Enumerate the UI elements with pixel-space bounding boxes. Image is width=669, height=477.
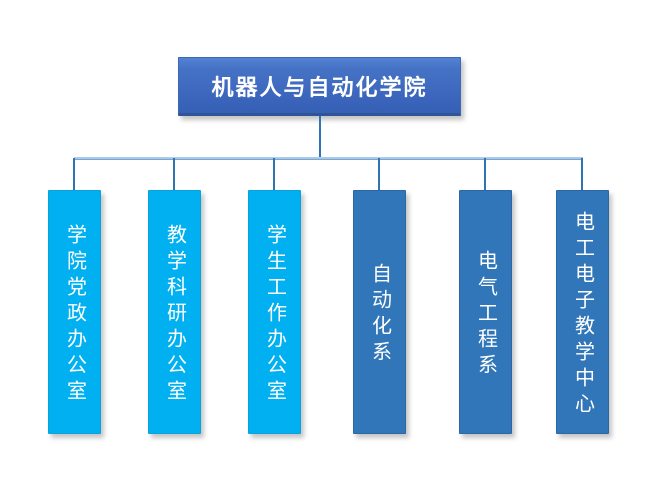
- org-node-dept-4-label: 自动化系: [368, 263, 391, 367]
- org-node-dept-6: 电工电子教学中心: [556, 190, 609, 434]
- connector-branch-stem-6: [581, 158, 583, 191]
- org-node-root-label: 机器人与自动化学院: [211, 74, 428, 100]
- org-node-dept-5-label: 电气工程系: [474, 250, 497, 380]
- connector-root-stem: [319, 116, 321, 159]
- org-node-dept-5: 电气工程系: [459, 190, 512, 434]
- connector-horizontal-rail: [74, 157, 583, 160]
- connector-branch-stem-2: [173, 158, 175, 191]
- connector-branch-stem-4: [378, 158, 380, 191]
- connector-branch-stem-5: [484, 158, 486, 191]
- org-node-dept-3: 学生工作办公室: [248, 190, 301, 434]
- connector-branch-stem-1: [73, 158, 75, 191]
- org-node-dept-3-label: 学生工作办公室: [263, 224, 286, 406]
- connector-branch-stem-3: [273, 158, 275, 191]
- org-node-dept-4: 自动化系: [353, 190, 406, 434]
- org-node-dept-1: 学院党政办公室: [48, 190, 101, 434]
- org-node-dept-6-label: 电工电子教学中心: [571, 211, 594, 419]
- org-node-root: 机器人与自动化学院: [178, 57, 461, 116]
- org-node-dept-2: 教学科研办公室: [148, 190, 201, 434]
- org-node-dept-2-label: 教学科研办公室: [163, 224, 186, 406]
- org-node-dept-1-label: 学院党政办公室: [63, 224, 86, 406]
